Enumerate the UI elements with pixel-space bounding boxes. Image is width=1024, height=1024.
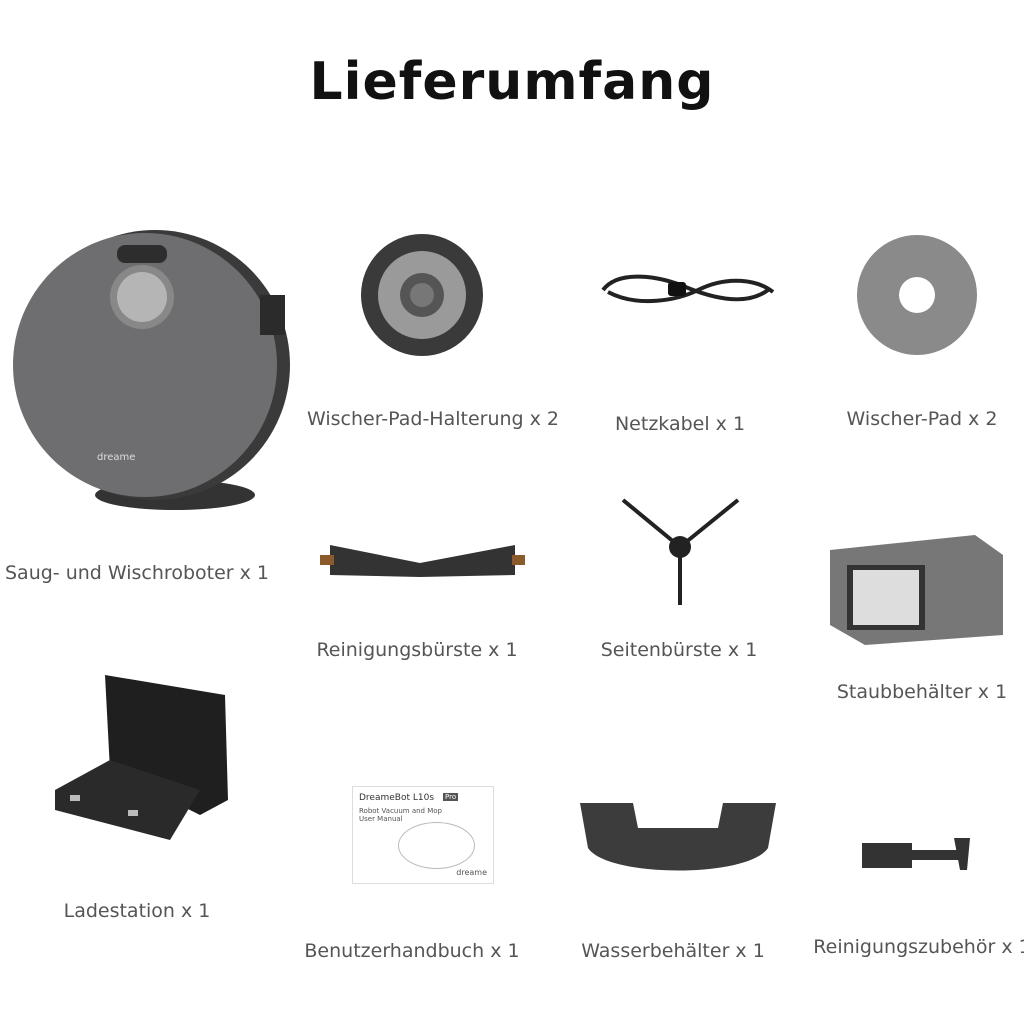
manual-logo: dreame (456, 868, 487, 877)
page-title: Lieferumfang (309, 52, 715, 112)
item-label: Wasserbehälter x 1 (581, 940, 765, 962)
side-brush-icon (621, 498, 740, 605)
manual-badge: Pro (443, 793, 459, 801)
robot-logo: dreame (97, 452, 135, 463)
manual-brand: DreameBot L10s (359, 793, 435, 803)
mop-pad-holder-icon (361, 234, 483, 356)
item-label: Reinigungsbürste x 1 (316, 639, 518, 661)
charging-dock-icon (55, 675, 228, 840)
item-label: Netzkabel x 1 (614, 413, 746, 435)
power-cable-icon (601, 274, 775, 304)
mop-pad-icon (857, 235, 977, 355)
manual-subtitle: Robot Vacuum and Mop (359, 807, 442, 815)
item-label: Seitenbürste x 1 (600, 639, 758, 661)
user-manual-icon: DreameBot L10s Pro Robot Vacuum and Mop … (352, 786, 494, 884)
manual-subtitle2: User Manual (359, 815, 403, 823)
robot-vacuum-icon: dreame (13, 230, 290, 510)
dust-bin-icon (830, 535, 1003, 645)
item-label: Saug- und Wischroboter x 1 (5, 562, 269, 584)
item-label: Wischer-Pad x 2 (846, 408, 998, 430)
item-label: Reinigungszubehör x 1 (813, 936, 1024, 958)
cleaning-tool-icon (862, 838, 970, 870)
item-label: Ladestation x 1 (63, 900, 211, 922)
water-tank-icon (580, 803, 776, 871)
item-label: Wischer-Pad-Halterung x 2 (306, 408, 560, 430)
main-brush-icon (320, 545, 525, 577)
item-label: Benutzerhandbuch x 1 (304, 940, 520, 962)
item-label: Staubbehälter x 1 (836, 681, 1008, 703)
